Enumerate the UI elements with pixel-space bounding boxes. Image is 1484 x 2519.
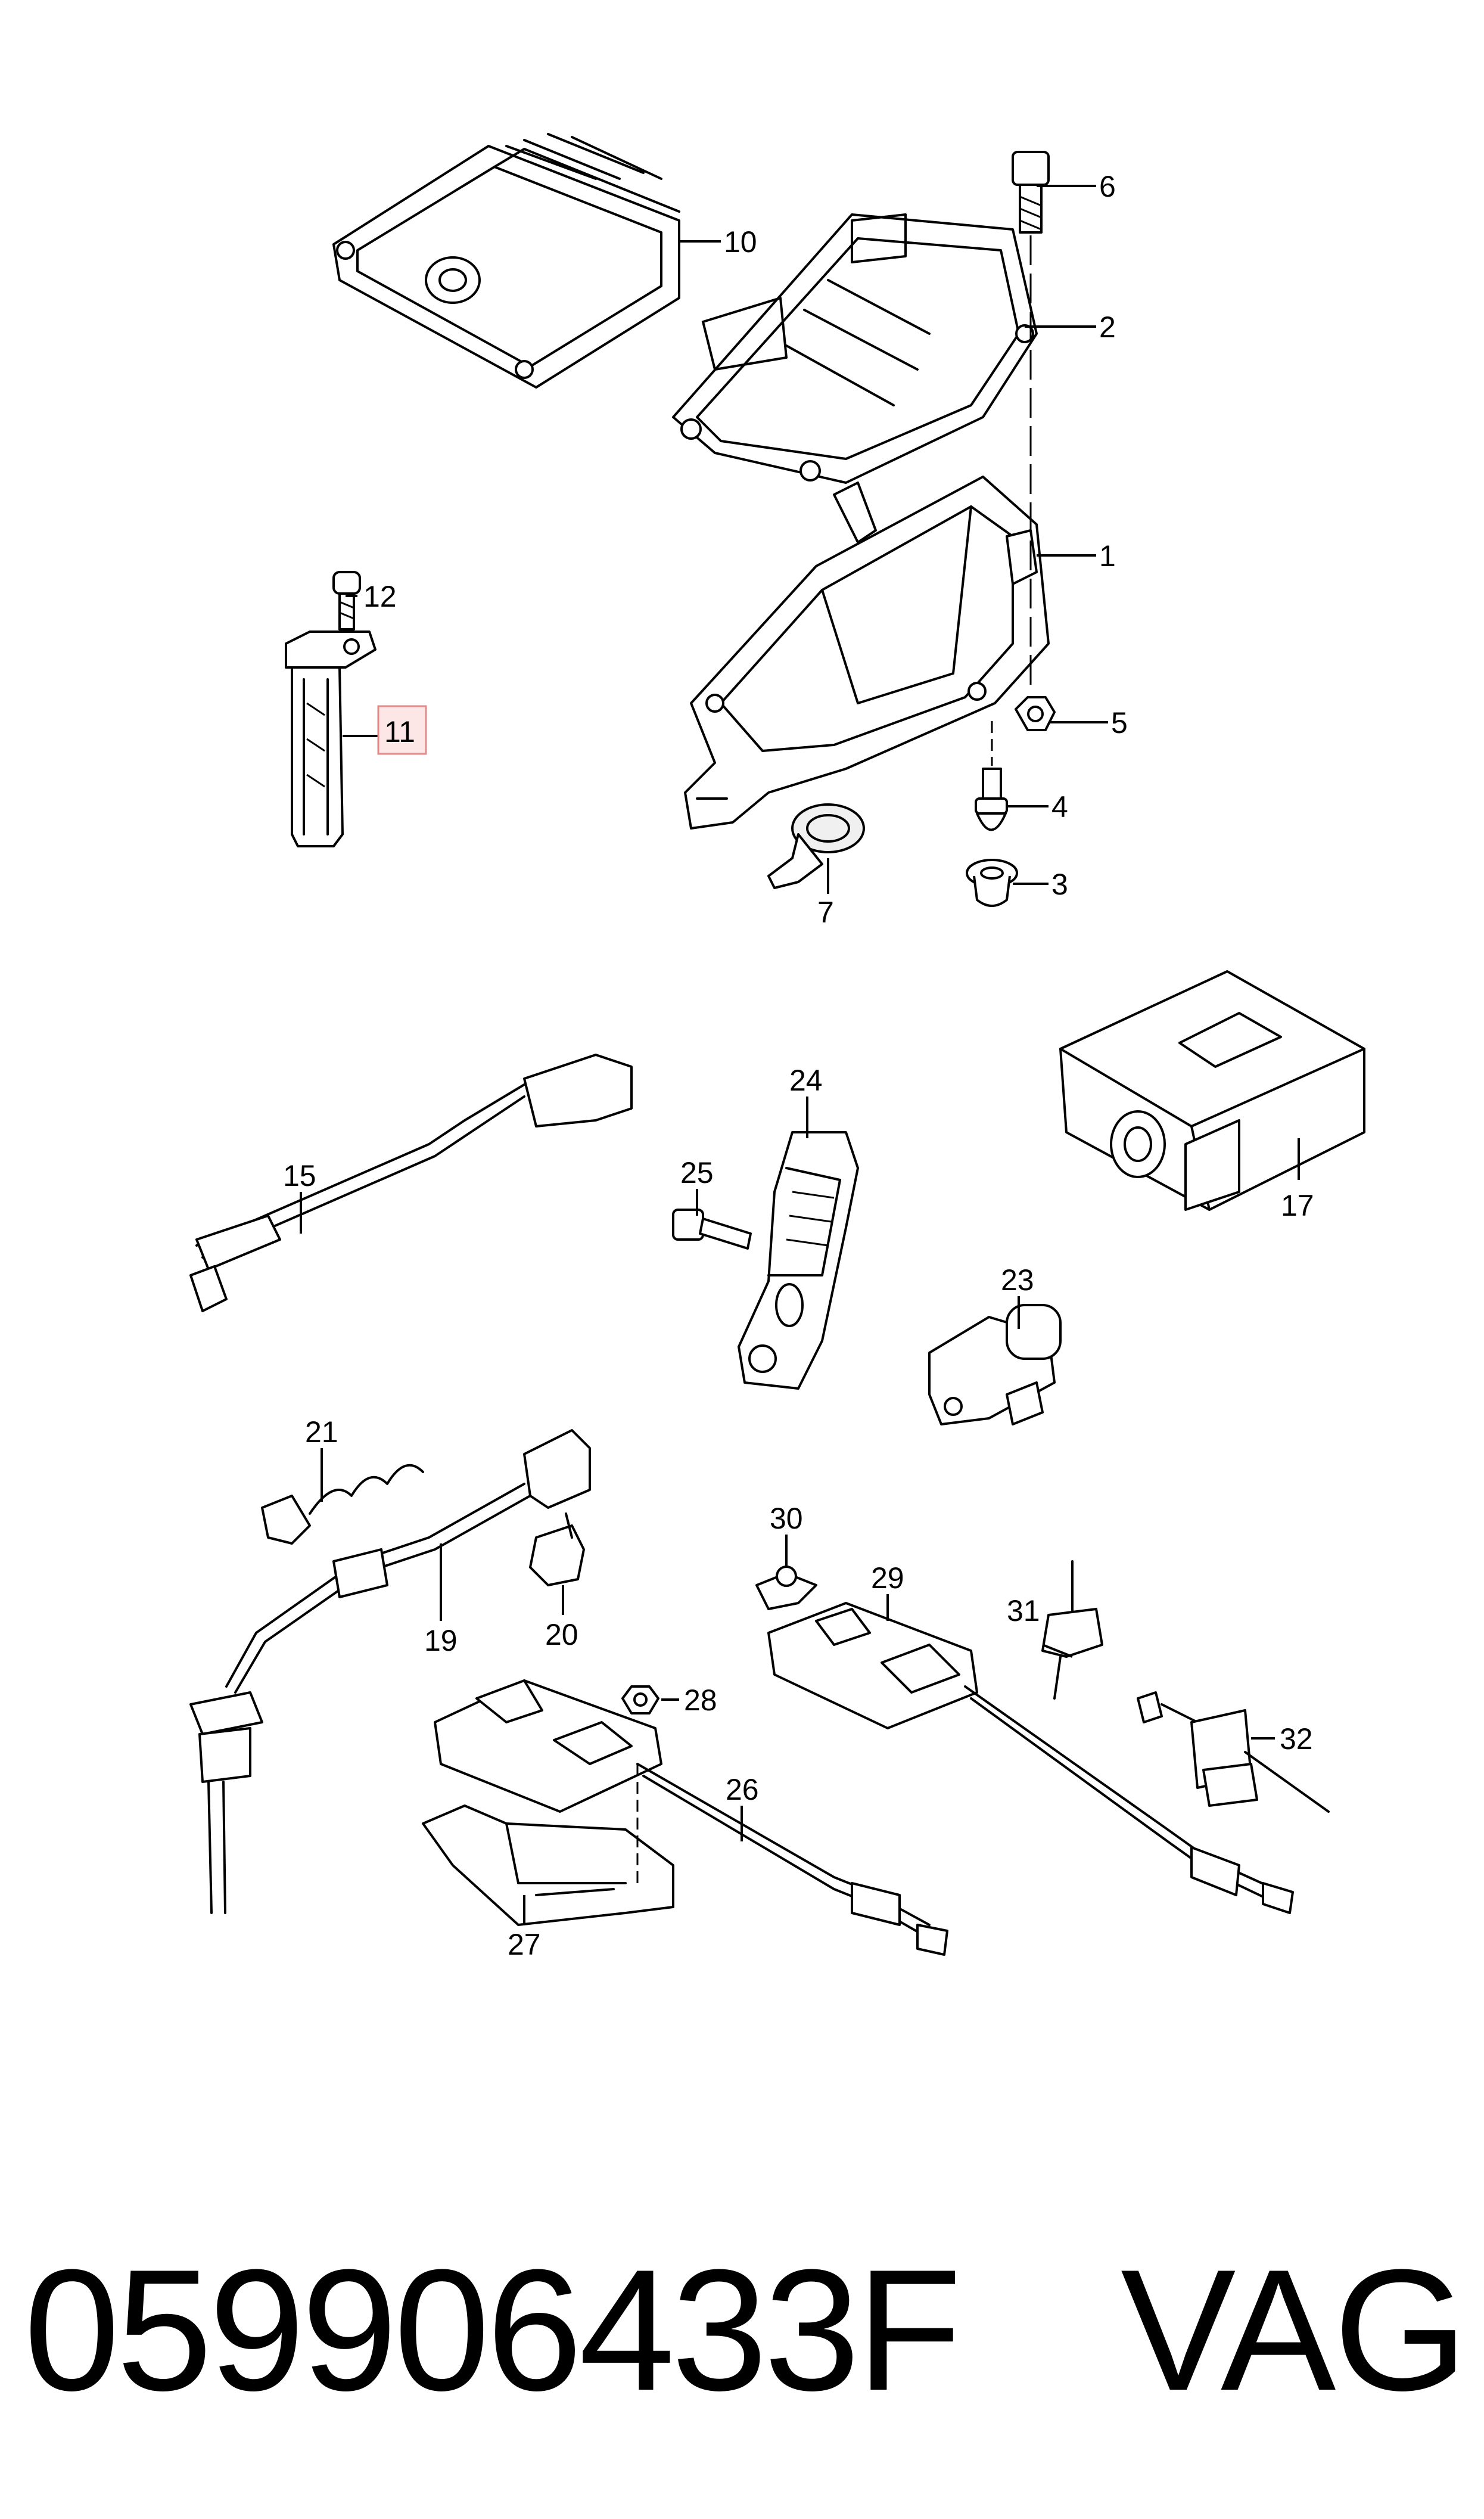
callout-2: 2 [1099, 310, 1116, 344]
part-20-holder [529, 1512, 585, 1586]
callout-30: 30 [770, 1502, 803, 1535]
part-23-pressure-sensor [928, 1304, 1062, 1425]
part-28-nut [621, 1685, 659, 1714]
footer: 059906433F VAG [24, 2234, 1468, 2427]
part-17-module [1059, 970, 1365, 1211]
callout-31: 31 [1007, 1594, 1040, 1627]
highlight-box-11 [377, 705, 427, 755]
callout-10: 10 [724, 225, 757, 259]
part-15-probe [189, 1054, 633, 1312]
part-12-screw [332, 571, 361, 630]
callout-17: 17 [1281, 1189, 1314, 1222]
part-11-sensor [285, 630, 377, 847]
callout-5: 5 [1111, 706, 1128, 740]
callout-20: 20 [545, 1618, 578, 1651]
callout-25: 25 [680, 1156, 714, 1189]
callout-11: 11 [384, 715, 415, 748]
callout-23: 23 [1001, 1263, 1034, 1297]
callout-6: 6 [1099, 170, 1116, 203]
part-10-control-unit [332, 133, 680, 389]
part-5-nut [1015, 696, 1056, 731]
part-2-cover [672, 213, 1038, 484]
callout-12: 12 [363, 580, 397, 613]
brand-name: VAG [1121, 2234, 1468, 2427]
callout-26: 26 [726, 1773, 759, 1806]
part-19-temp-sensor [189, 1429, 591, 1914]
callout-15: 15 [283, 1159, 316, 1192]
part-3-grommet [966, 859, 1018, 907]
callout-19: 19 [424, 1624, 458, 1657]
callout-labels: 6 2 1 5 4 3 7 10 11 12 15 17 19 20 21 23… [283, 170, 1314, 1961]
callout-1: 1 [1099, 539, 1116, 573]
part-25-bolt [672, 1209, 752, 1250]
callout-21: 21 [305, 1415, 338, 1449]
part-4-pin [975, 721, 1008, 831]
callout-7: 7 [817, 896, 834, 929]
part-24-bracket [738, 1131, 859, 1390]
part-32-connector [1137, 1691, 1330, 1813]
part-1-housing [684, 476, 1050, 830]
part-27-bracket [422, 1804, 674, 1926]
part-number: 059906433F [24, 2234, 962, 2427]
callout-4: 4 [1051, 790, 1068, 824]
part-6-bolt [1012, 151, 1050, 685]
callout-27: 27 [508, 1928, 541, 1961]
callout-32: 32 [1280, 1722, 1313, 1756]
part-31-connector [1041, 1560, 1103, 1700]
part-30-mount [755, 1566, 817, 1610]
part-26-sensor [434, 1679, 948, 1956]
leader-lines [300, 185, 1300, 1925]
part-29-sensor [767, 1602, 1294, 1914]
callout-24: 24 [789, 1064, 823, 1097]
part-21-clip [261, 1464, 424, 1545]
callout-29: 29 [871, 1561, 904, 1595]
callout-28: 28 [684, 1684, 717, 1717]
callout-3: 3 [1051, 868, 1068, 901]
part-7-drain [767, 803, 865, 889]
